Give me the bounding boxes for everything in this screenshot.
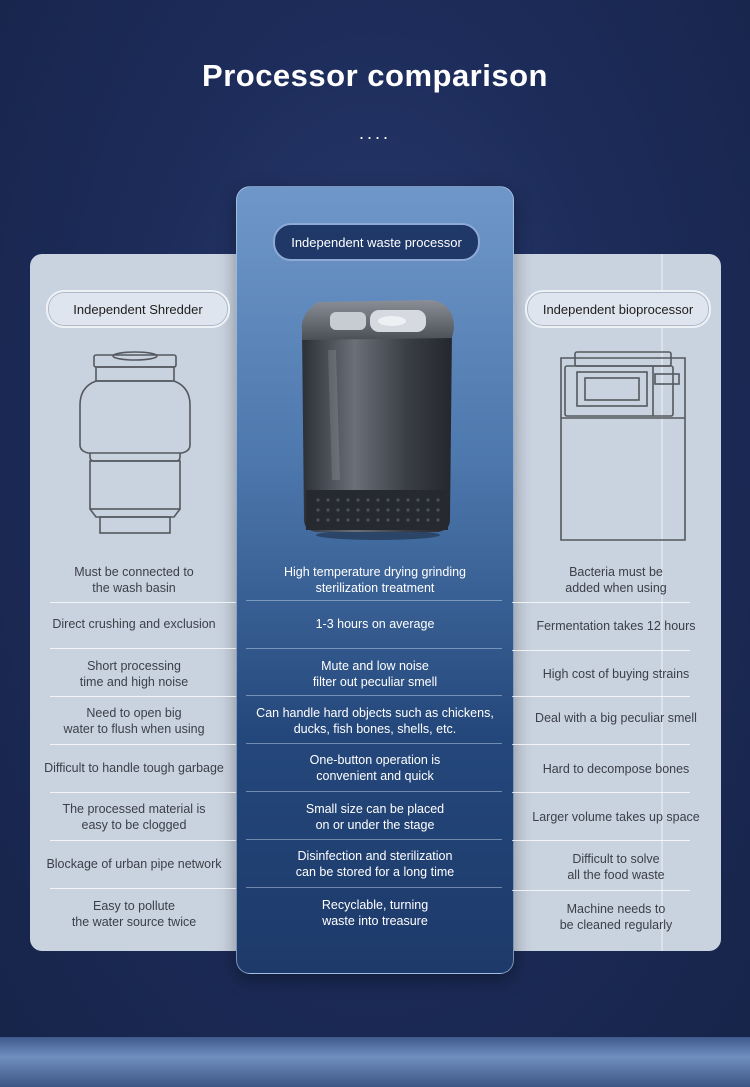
bioprocessor-point-7: Difficult to solve all the food waste: [567, 852, 665, 882]
row-divider: [50, 648, 236, 649]
bioprocessor-point-6: Larger volume takes up space: [532, 810, 700, 824]
shredder-point-2: Direct crushing and exclusion: [52, 617, 216, 631]
row-divider: [512, 696, 690, 697]
shredder-point-3: Short processing time and high noise: [79, 659, 189, 689]
shredder-icon: [79, 351, 191, 534]
row-divider: [512, 890, 690, 891]
row-divider: [512, 840, 690, 841]
processor-point-2: 1-3 hours on average: [315, 617, 435, 631]
row-divider: [50, 792, 236, 793]
bioprocessor-point-1: Bacteria must be added when using: [565, 565, 667, 595]
bioprocessor-point-5: Hard to decompose bones: [542, 762, 690, 776]
row-divider: [512, 744, 690, 745]
row-divider: [50, 888, 236, 889]
row-divider: [512, 602, 690, 603]
column-label-waste-processor: Independent waste processor: [273, 223, 480, 261]
bioprocessor-point-8: Machine needs to be cleaned regularly: [559, 902, 673, 932]
row-divider: [246, 648, 502, 649]
row-divider: [246, 695, 502, 696]
page-title: Processor comparison: [202, 58, 548, 93]
row-divider: [50, 696, 236, 697]
shredder-point-7: Blockage of urban pipe network: [46, 857, 222, 871]
row-divider: [246, 743, 502, 744]
shredder-point-5: Difficult to handle tough garbage: [44, 761, 224, 775]
row-divider: [512, 650, 690, 651]
bioprocessor-icon: [560, 351, 686, 541]
processor-point-7: Disinfection and sterilization can be st…: [295, 849, 455, 879]
processor-point-5: One-button operation is convenient and q…: [309, 753, 441, 783]
bioprocessor-point-4: Deal with a big peculiar smell: [535, 711, 697, 725]
row-divider: [246, 791, 502, 792]
bottom-band: [0, 1037, 750, 1087]
shredder-point-6: The processed material is easy to be clo…: [62, 802, 206, 832]
shredder-point-4: Need to open big water to flush when usi…: [63, 706, 205, 736]
row-divider: [246, 600, 502, 601]
row-divider: [246, 839, 502, 840]
processor-point-8: Recyclable, turning waste into treasure: [321, 898, 429, 928]
processor-point-3: Mute and low noise filter out peculiar s…: [312, 659, 438, 689]
bioprocessor-point-3: High cost of buying strains: [542, 667, 690, 681]
waste-processor-product-image: [301, 300, 454, 540]
processor-point-6: Small size can be placed on or under the…: [305, 802, 445, 832]
shredder-point-8: Easy to pollute the water source twice: [71, 899, 197, 929]
processor-point-4: Can handle hard objects such as chickens…: [256, 706, 494, 736]
shredder-point-1: Must be connected to the wash basin: [74, 565, 194, 595]
row-divider: [50, 840, 236, 841]
row-divider: [246, 887, 502, 888]
row-divider: [50, 744, 236, 745]
row-divider: [50, 602, 236, 603]
title-dots: ....: [358, 123, 391, 143]
bioprocessor-point-2: Fermentation takes 12 hours: [536, 619, 696, 633]
row-divider: [512, 792, 690, 793]
column-label-shredder: Independent Shredder: [46, 290, 230, 328]
processor-point-1: High temperature drying grinding sterili…: [283, 565, 467, 595]
column-label-bioprocessor: Independent bioprocessor: [525, 290, 711, 328]
